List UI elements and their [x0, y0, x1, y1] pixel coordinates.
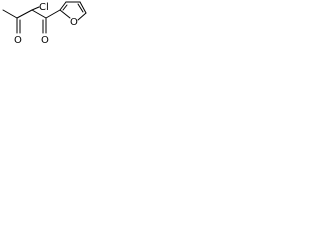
bond-furan-o-c5 [77, 12, 87, 21]
bond-furan-c3-c2-inner [62, 4, 68, 11]
bond-c2-c1 [31, 9, 47, 19]
bond-furan-c2-o [59, 9, 71, 19]
bond-c2-cl [31, 6, 40, 11]
bond-furan-c5-c4-inner [77, 3, 84, 13]
atom-label-oxygen-left: O [14, 35, 22, 46]
bond-c3-c2 [16, 9, 33, 19]
bond-furan-c5-c4 [79, 1, 87, 14]
atom-label-oxygen-right: O [41, 35, 49, 46]
chemical-structure-diagram: Cl O O O [2, 1, 87, 46]
bond-c1-furan [45, 9, 61, 19]
bond-methyl-c3 [2, 9, 18, 19]
atom-label-furan-oxygen: O [70, 17, 78, 28]
atom-label-chlorine: Cl [39, 2, 49, 13]
bond-furan-c3-c2 [59, 1, 67, 11]
